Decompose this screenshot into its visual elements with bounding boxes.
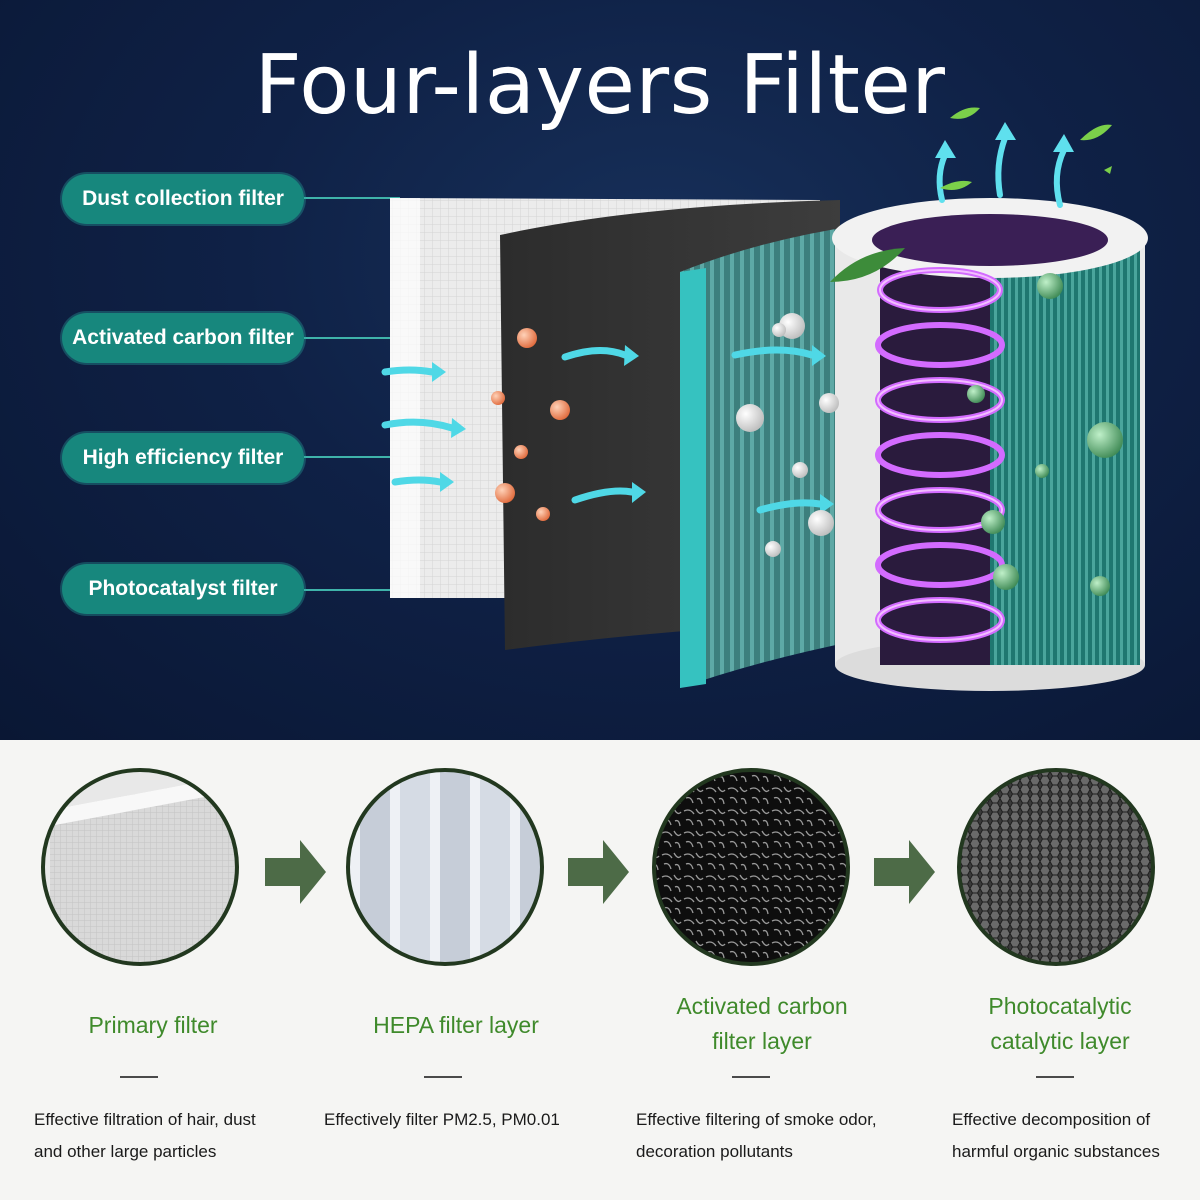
layer-desc-photocatalytic: Effective decomposition of harmful organ…: [952, 1110, 1160, 1161]
step-arrow-icon: [265, 840, 935, 904]
filter-cylinder: [832, 198, 1148, 691]
divider: [424, 1076, 462, 1078]
layer-desc-primary: Effective filtration of hair, dust and o…: [34, 1110, 256, 1161]
layer-desc-hepa: Effectively filter PM2.5, PM0.01: [324, 1110, 560, 1129]
label-dust-collection-filter: Dust collection filter: [62, 174, 304, 224]
layers-section: Primary filter Effective filtration of h…: [0, 740, 1200, 1200]
label-activated-carbon-filter: Activated carbon filter: [62, 313, 304, 363]
divider: [120, 1076, 158, 1078]
hepa-filter-sheet: [680, 225, 860, 688]
layer-title-photocatalytic: Photocatalytic catalytic layer: [988, 993, 1132, 1054]
leaf-icon: [830, 107, 1112, 282]
carbon-filter-image: [654, 770, 848, 964]
airflow-arrow-icon: [381, 346, 824, 514]
primary-filter-image: [43, 770, 237, 964]
layer-desc-carbon: Effective filtering of smoke odor, decor…: [636, 1110, 877, 1161]
layer-images: [41, 768, 1155, 966]
hero-section: Four-layers Filter Dust collection filte…: [0, 0, 1200, 740]
layer-title-carbon: Activated carbon filter layer: [676, 993, 848, 1054]
divider: [1036, 1076, 1074, 1078]
photocatalytic-filter-image: [959, 770, 1153, 964]
layer-title-hepa: HEPA filter layer: [373, 1012, 539, 1038]
filter-illustration: [304, 107, 1148, 691]
label-high-efficiency-filter: High efficiency filter: [62, 433, 304, 483]
label-photocatalyst-filter: Photocatalyst filter: [62, 564, 304, 614]
layer-title-primary: Primary filter: [88, 1012, 218, 1038]
page-title: Four-layers Filter: [254, 38, 946, 133]
divider: [732, 1076, 770, 1078]
particle-icon: [491, 273, 1123, 596]
